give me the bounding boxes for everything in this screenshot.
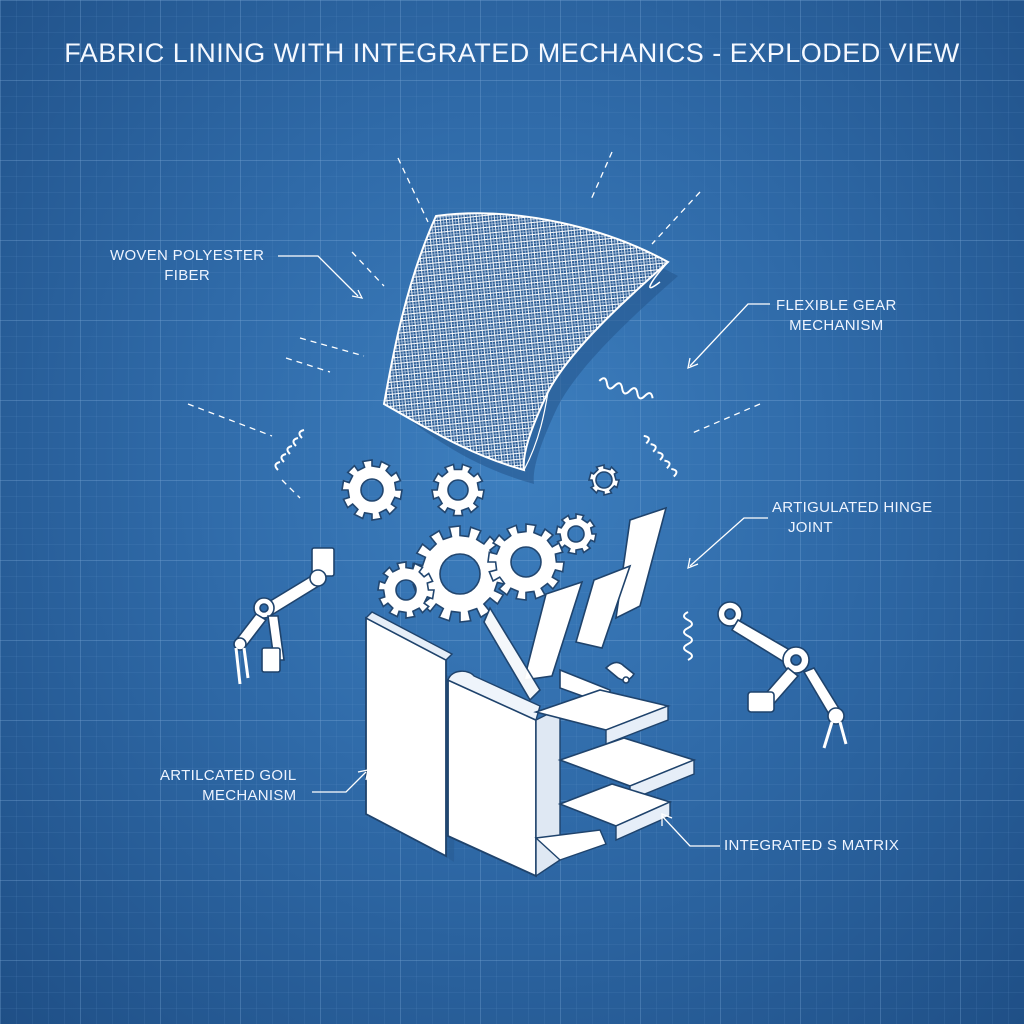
robotic-arm-icon-right <box>717 601 848 749</box>
explosion-lines <box>187 151 761 499</box>
label-line: MECHANISM <box>202 787 297 804</box>
label-articulated-coil-mechanism: ARTILCATED GOIL MECHANISM <box>160 766 296 806</box>
page-title: FABRIC LINING WITH INTEGRATED MECHANICS … <box>64 38 960 68</box>
spring-icon <box>274 377 693 661</box>
panel-icon <box>483 506 668 702</box>
label-line: MECHANISM <box>789 317 884 334</box>
gear-cluster <box>341 459 621 623</box>
label-line: FIBER <box>164 267 210 284</box>
gear-icon <box>341 459 403 521</box>
gear-icon <box>587 463 621 497</box>
gear-icon <box>377 561 435 619</box>
label-line: FLEXIBLE GEAR <box>776 297 897 314</box>
label-flexible-gear-mechanism: FLEXIBLE GEAR MECHANISM <box>776 296 897 336</box>
label-line: JOINT <box>788 519 833 536</box>
label-woven-polyester-fiber: WOVEN POLYESTER FIBER <box>110 246 264 286</box>
label-line: ARTIGULATED HINGE <box>772 499 933 516</box>
label-line: WOVEN POLYESTER <box>110 247 265 264</box>
robotic-arm-icon <box>233 547 335 685</box>
mesh-fabric-icon <box>382 212 678 484</box>
integrated-matrix-box <box>364 611 697 878</box>
leader-lines <box>278 255 770 847</box>
label-articulated-hinge-joint: ARTIGULATED HINGE JOINT <box>772 498 932 538</box>
label-line: INTEGRATED S MATRIX <box>724 837 900 854</box>
label-integrated-matrix: INTEGRATED S MATRIX <box>724 836 899 856</box>
gear-icon <box>431 463 485 517</box>
gear-icon <box>555 513 597 555</box>
label-line: ARTILCATED GOIL <box>160 767 297 784</box>
